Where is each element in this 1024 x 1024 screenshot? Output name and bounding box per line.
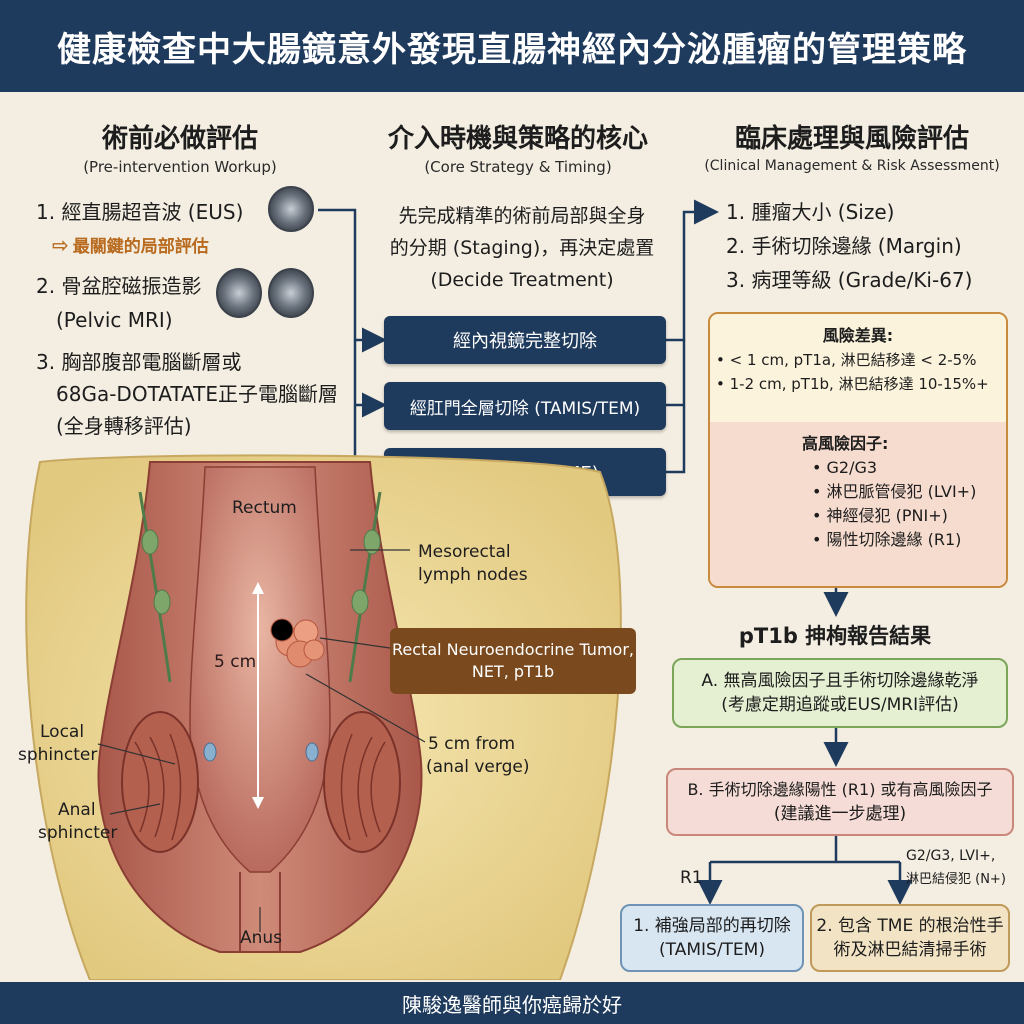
label-anal-sphincter-1: Anal (58, 800, 96, 820)
result-option-a: A. 無高風險因子且手術切除邊緣乾淨 (考慮定期追蹤或EUS/MRI評估) (672, 658, 1008, 728)
result-b-line2: (建議進一步處理) (773, 804, 907, 824)
rectum-anatomy-illustration (25, 454, 622, 980)
workup-eus-note: ⇨ 最關鍵的局部評估 (52, 232, 209, 258)
label-local-sphincter-2: sphincter (18, 745, 98, 765)
branch-label-r1: R1 (680, 868, 703, 888)
workup-item-metastasis: (全身轉移評估) (56, 414, 192, 438)
label-rectum: Rectum (232, 498, 297, 518)
risk-low: • < 1 cm, pT1a, 淋巴結移達 < 2-5% (716, 351, 977, 369)
factor-size: 1. 腫瘤大小 (Size) (726, 200, 895, 224)
label-anus: Anus (240, 928, 283, 948)
workup-item-eus: 1. 經直腸超音波 (EUS) (36, 200, 244, 224)
strategy-desc-1: 先完成精準的術前局部與全身 (398, 205, 646, 227)
tumor-callout-line2: NET, pT1b (471, 662, 555, 681)
branch-label-high-1: G2/G3, LVI+, (906, 848, 996, 864)
eus-probe-image (268, 186, 314, 232)
result-a-line2: (考慮定期追蹤或EUS/MRI評估) (721, 695, 959, 715)
result-a-line1: A. 無高風險因子且手術切除邊緣乾淨 (701, 671, 979, 691)
tumor-callout: Rectal Neuroendocrine Tumor, NET, pT1b (390, 628, 636, 694)
workup-item-mri: 2. 骨盆腔磁振造影 (36, 274, 202, 298)
strategy-title: 介入時機與策略的核心 (387, 124, 648, 154)
label-anal-sphincter-2: sphincter (38, 823, 118, 843)
strategy-desc-2: 的分期 (Staging)，再決定處置 (389, 237, 655, 259)
strategy-subtitle: (Core Strategy & Timing) (424, 158, 612, 176)
high-risk-title: 高風險因子: (802, 434, 889, 453)
factor-grade: 3. 病理等級 (Grade/Ki-67) (726, 268, 973, 292)
high-risk-pni: • 神經侵犯 (PNI+) (812, 506, 948, 525)
arrow-right-icon: ⇨ (52, 232, 69, 257)
result-b-line1: B. 手術切除邊緣陽性 (R1) 或有高風險因子 (687, 780, 993, 799)
label-mesorectal-1: Mesorectal (418, 542, 511, 562)
risk-assessment-box: 風險差異: • < 1 cm, pT1a, 淋巴結移達 < 2-5% • 1-2… (708, 312, 1008, 588)
page-title: 健康檢查中大腸鏡意外發現直腸神經內分泌腫瘤的管理策略 (0, 0, 1024, 92)
option-transanal-excision: 經肛門全層切除 (TAMIS/TEM) (384, 382, 666, 430)
branch-label-high-2: 淋巴結侵犯 (N+) (906, 872, 1006, 887)
risk-difference-title: 風險差異: (822, 326, 894, 345)
option-radical-tme: 2. 包含 TME 的根治性手 術及淋巴結清掃手術 (810, 904, 1010, 972)
tme-line2: 術及淋巴結清掃手術 (833, 940, 987, 960)
label-distance-1: 5 cm from (428, 734, 516, 754)
footer-credit: 陳駿逸醫師與你癌歸於好 (0, 982, 1024, 1024)
ct-scan-image (268, 268, 314, 318)
workup-title: 術前必做評估 (101, 124, 258, 154)
strategy-desc-3: (Decide Treatment) (430, 269, 614, 291)
reexcision-line1: 1. 補強局部的再切除 (633, 916, 791, 936)
pathology-result-title: pT1b 抻栒報告結果 (738, 624, 932, 648)
tumor-mass (270, 618, 325, 668)
workup-item-pet: 68Ga-DOTATATE正子電腦斷層 (56, 382, 339, 406)
high-risk-margin: • 陽性切除邊緣 (R1) (812, 530, 962, 549)
workup-item-ct: 3. 胸部腹部電腦斷層或 (36, 350, 242, 374)
factor-margin: 2. 手術切除邊緣 (Margin) (726, 234, 962, 258)
tumor-callout-line1: Rectal Neuroendocrine Tumor, (392, 640, 634, 659)
mri-scan-image (216, 268, 262, 318)
management-title: 臨床處理與風險評估 (734, 124, 969, 154)
label-distance-2: (anal verge) (426, 757, 530, 777)
workup-subtitle: (Pre-intervention Workup) (83, 158, 277, 176)
result-option-b: B. 手術切除邊緣陽性 (R1) 或有高風險因子 (建議進一步處理) (666, 768, 1014, 836)
workup-eus-note-text: 最關鍵的局部評估 (72, 237, 209, 257)
reexcision-line2: (TAMIS/TEM) (659, 940, 765, 960)
high-risk-grade: • G2/G3 (812, 458, 878, 477)
label-local-sphincter-1: Local (40, 722, 85, 742)
management-subtitle: (Clinical Management & Risk Assessment) (704, 158, 1000, 174)
workup-item-mri-en: (Pelvic MRI) (56, 308, 173, 332)
high-risk-lvi: • 淋巴脈管侵犯 (LVI+) (812, 482, 977, 501)
option-endoscopic-resection: 經內視鏡完整切除 (384, 316, 666, 364)
label-size: 5 cm (214, 652, 257, 672)
label-mesorectal-2: lymph nodes (418, 565, 528, 585)
option-local-reexcision: 1. 補強局部的再切除 (TAMIS/TEM) (620, 904, 804, 972)
tme-line1: 2. 包含 TME 的根治性手 (816, 916, 1004, 936)
risk-high: • 1-2 cm, pT1b, 淋巴結移達 10-15%+ (716, 375, 989, 393)
